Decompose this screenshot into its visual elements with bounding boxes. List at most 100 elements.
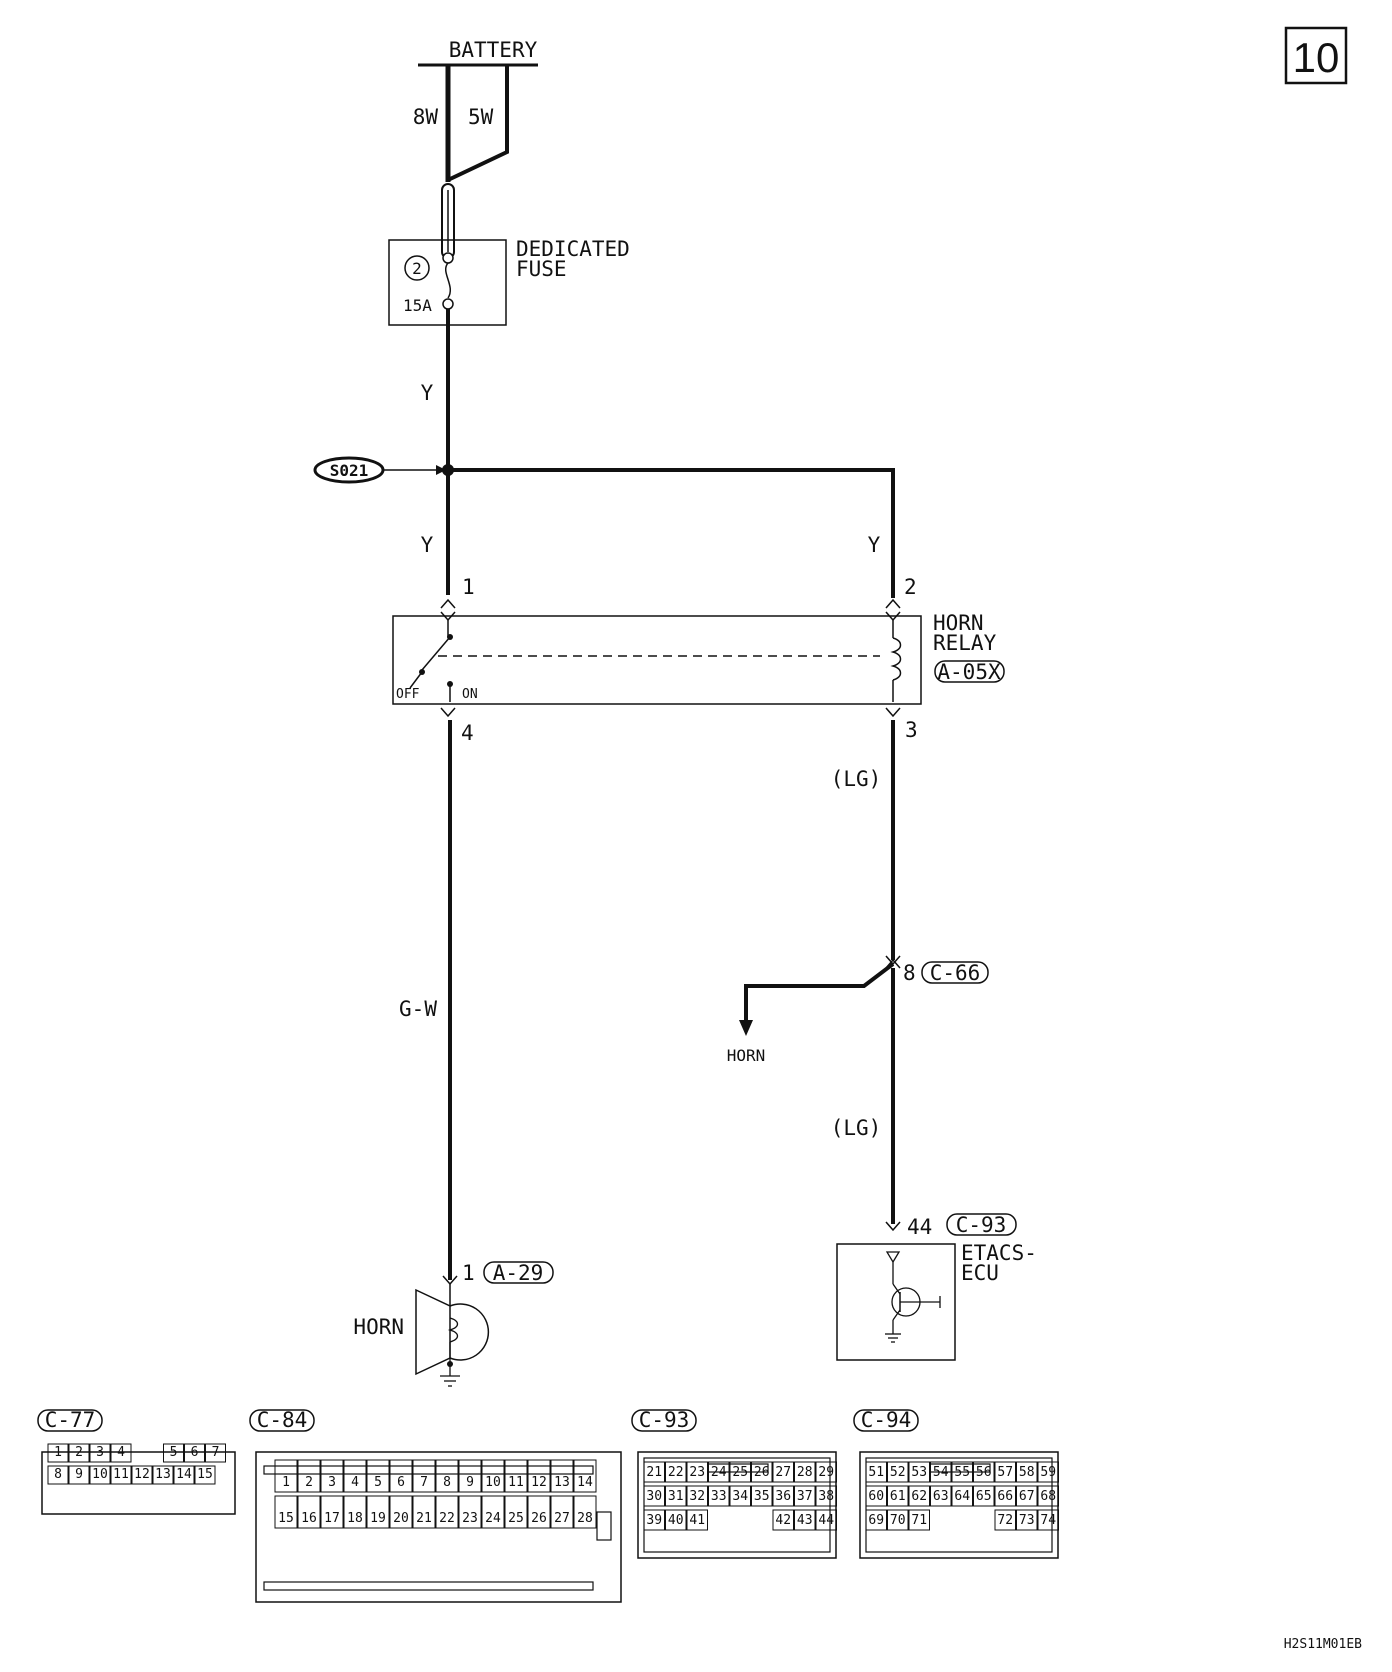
connector-pin-cell	[343, 1495, 367, 1529]
wire-label-relay-to-horn: G-W	[399, 997, 437, 1021]
connector-pin-number: 9	[75, 1467, 83, 1482]
connector-pin-cell	[389, 1495, 413, 1529]
connector-view-tag	[853, 1409, 919, 1432]
connector-pin-number: 30	[646, 1489, 662, 1504]
connector-pin-cell	[435, 1459, 459, 1493]
connector-view-tag	[631, 1409, 697, 1432]
connector-pin-cell	[504, 1495, 528, 1529]
horn-connector: A-29	[493, 1261, 544, 1285]
connector-pin-number: 33	[711, 1489, 727, 1504]
connector-pin-number: 72	[997, 1513, 1013, 1528]
connector-pin-cell	[686, 1461, 708, 1483]
connector-pin-cell	[887, 1461, 909, 1483]
connector-pin-cell	[994, 1509, 1016, 1531]
connector-pin-number: 57	[997, 1465, 1013, 1480]
connector-pin-number: 23	[462, 1511, 478, 1526]
connector-pin-number: 13	[155, 1467, 171, 1482]
connector-pin-cell	[320, 1495, 344, 1529]
connector-pin-number: 52	[890, 1465, 906, 1480]
connector-pin-number: 26	[531, 1511, 547, 1526]
relay-pin-4: 4	[461, 721, 474, 745]
connector-pin-cell	[794, 1461, 816, 1483]
relay-connector: A-05X	[937, 660, 1001, 684]
connector-pin-number: 17	[324, 1511, 340, 1526]
connector-pin-cell	[794, 1509, 816, 1531]
connector-pin-number: 15	[278, 1511, 294, 1526]
connector-pin-number: 2	[75, 1445, 83, 1460]
connector-pin-number: 59	[1040, 1465, 1056, 1480]
fuse-number-circle	[404, 255, 430, 281]
connector-pin-number: 68	[1040, 1489, 1056, 1504]
connector-pin-cell	[173, 1465, 195, 1485]
connector-pin-cell	[343, 1459, 367, 1493]
connector-pin-number: 10	[485, 1475, 501, 1490]
connector-pin-cell	[47, 1443, 69, 1463]
connector-pin-number: 27	[554, 1511, 570, 1526]
connector-pin-cell	[865, 1485, 887, 1507]
relay-label-line2: RELAY	[933, 631, 997, 655]
splice-id: S021	[330, 461, 369, 480]
connector-pin-number: 74	[1040, 1513, 1056, 1528]
connector-pin-cell	[708, 1485, 730, 1507]
connector-pin-number: 73	[1019, 1513, 1035, 1528]
connector-pin-number: 3	[328, 1475, 336, 1490]
connector-pin-cell	[152, 1465, 174, 1485]
connector-pin-number: 10	[92, 1467, 108, 1482]
connector-pin-number: 25	[508, 1511, 524, 1526]
connector-pin-number: 18	[347, 1511, 363, 1526]
relay-connector-tag	[934, 660, 1005, 683]
connector-pin-number: 7	[420, 1475, 428, 1490]
wire-label-8w: 8W	[413, 105, 439, 129]
connector-view-id: C-84	[257, 1408, 308, 1432]
wire-label-splice-right: Y	[868, 533, 881, 557]
connector-pin-number: 21	[646, 1465, 662, 1480]
connector-pin-number: 5	[374, 1475, 382, 1490]
horn-branch-label: HORN	[727, 1046, 766, 1065]
connector-pin-cell	[973, 1485, 995, 1507]
connector-pin-cell	[389, 1459, 413, 1493]
connector-pin-cell	[274, 1495, 298, 1529]
connector-pin-number: 31	[668, 1489, 684, 1504]
connector-pin-cell	[865, 1461, 887, 1483]
connector-pin-cell	[994, 1461, 1016, 1483]
connector-pin-number: 7	[212, 1445, 220, 1460]
connector-pin-cell	[994, 1485, 1016, 1507]
connector-pin-cell	[772, 1485, 794, 1507]
connector-pin-number: 55	[954, 1465, 970, 1480]
connector-pin-number: 23	[689, 1465, 705, 1480]
connector-pin-cell	[194, 1465, 216, 1485]
connector-pin-cell	[1016, 1461, 1038, 1483]
fuse-rating: 15A	[403, 296, 432, 315]
connector-pin-number: 29	[818, 1465, 834, 1480]
connector-pin-cell	[1037, 1485, 1059, 1507]
page-number: 10	[1293, 34, 1340, 81]
connector-pin-number: 35	[754, 1489, 770, 1504]
connector-pin-cell	[908, 1485, 930, 1507]
connector-pin-cell	[550, 1495, 574, 1529]
connector-pin-number: 6	[191, 1445, 199, 1460]
connector-pin-number: 51	[868, 1465, 884, 1480]
connector-pin-cell	[643, 1461, 665, 1483]
connector-pin-cell	[47, 1465, 69, 1485]
connector-pin-cell	[686, 1509, 708, 1531]
horn-connector-tag	[483, 1261, 554, 1284]
connector-pin-number: 2	[305, 1475, 313, 1490]
connector-pin-number: 22	[439, 1511, 455, 1526]
relay-switch-off: OFF	[396, 687, 420, 702]
connector-pin-number: 39	[646, 1513, 662, 1528]
wire-label-fuse-out: Y	[421, 381, 434, 405]
connector-view-body	[255, 1451, 622, 1603]
connector-pin-cell	[68, 1443, 90, 1463]
connector-pin-cell	[184, 1443, 205, 1463]
connector-pin-number: 16	[301, 1511, 317, 1526]
connector-pin-number: 12	[531, 1475, 547, 1490]
connector-pin-cell	[1037, 1461, 1059, 1483]
wire-label-5w: 5W	[468, 105, 494, 129]
connector-pin-number: 34	[732, 1489, 748, 1504]
connector-pin-number: 9	[466, 1475, 474, 1490]
connector-pin-number: 24	[485, 1511, 501, 1526]
connector-pin-number: 65	[976, 1489, 992, 1504]
connector-pin-number: 37	[797, 1489, 813, 1504]
connector-pin-number: 26	[754, 1465, 770, 1480]
relay-label-line1: HORN	[933, 611, 984, 635]
